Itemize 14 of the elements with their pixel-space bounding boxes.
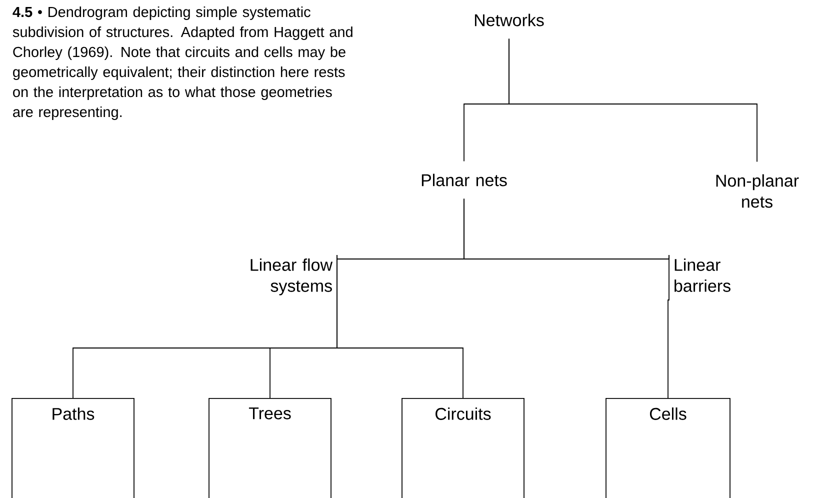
category-box: Circuits <box>402 398 524 498</box>
category-label: Networks <box>474 14 544 26</box>
category-label: Planar nets <box>422 174 507 186</box>
caption: 4.5 • Dendrogram depicting simple systematic subdivision of structures. Adapted from Haggett and Chorley (1969). Note that circuits and cells may be geometrically equivalent; their distinction here rests on the interpretation as to what those geometries are representing. <box>12 6 352 120</box>
category-box: Cells <box>606 398 730 498</box>
category-box: Paths <box>12 398 134 498</box>
category-box: Trees <box>208 398 332 498</box>
branch-label: Linear flow systems <box>250 258 333 296</box>
connector-line <box>464 198 670 260</box>
connector-line <box>336 254 464 398</box>
branch-label: Linear barriers <box>674 258 730 292</box>
connector-line <box>508 38 758 162</box>
connector-line <box>668 254 670 398</box>
category-label: Non-planar nets <box>716 174 799 208</box>
